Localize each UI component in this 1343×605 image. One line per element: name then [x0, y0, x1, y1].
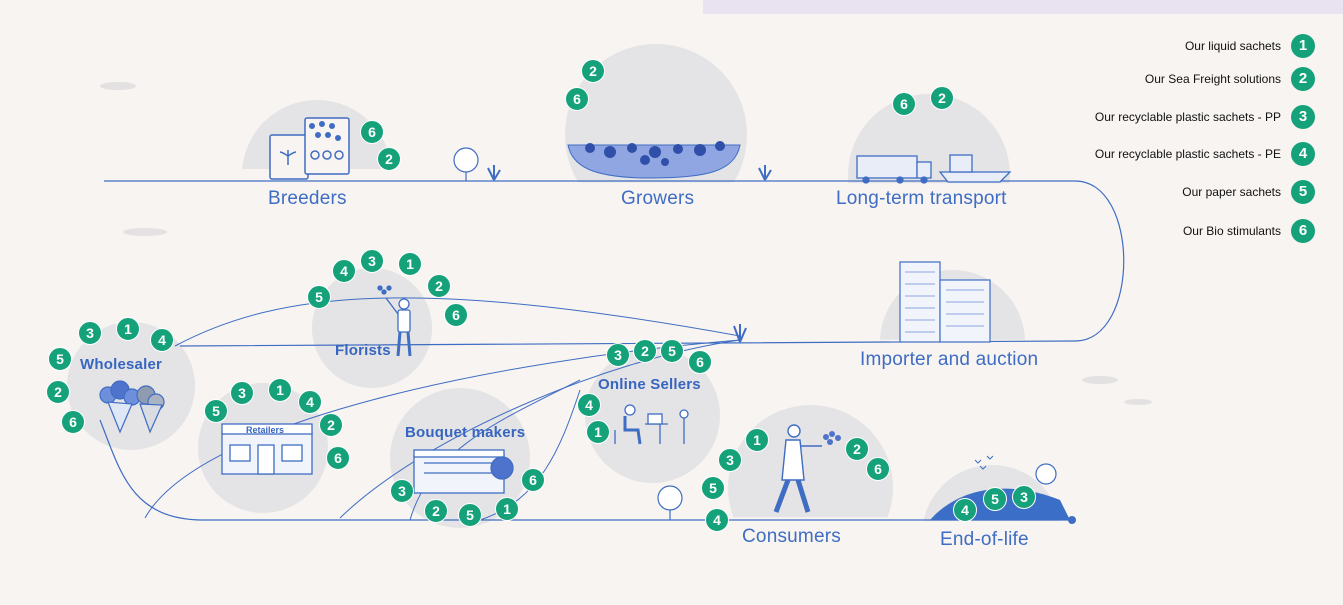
legend-item: Our recyclable plastic sachets - PE 4 — [1095, 142, 1315, 166]
stage-label-breeders: Breeders — [268, 188, 347, 209]
badge-bouquet-makers: 5 — [458, 503, 482, 527]
storefront-icon — [221, 423, 313, 475]
badge-online-sellers: 5 — [660, 339, 684, 363]
leaf-icon — [309, 121, 341, 141]
cloud-icon — [100, 82, 1152, 405]
consumer-figure — [773, 424, 822, 513]
stage-label-bouquet-makers: Bouquet makers — [405, 424, 526, 441]
legend-label: Our Sea Freight solutions — [1144, 72, 1281, 86]
badge-online-sellers: 4 — [577, 393, 601, 417]
desk-worker-icon — [614, 404, 689, 445]
legend-badge: 3 — [1291, 105, 1315, 129]
badge-wholesaler: 1 — [116, 317, 140, 341]
badge-florists: 3 — [360, 249, 384, 273]
badge-growers: 2 — [581, 59, 605, 83]
badge-florists: 6 — [444, 303, 468, 327]
seed-packet-icon — [269, 117, 350, 180]
legend-label: Our paper sachets — [1182, 185, 1281, 199]
legend-label: Our recyclable plastic sachets - PP — [1094, 110, 1281, 124]
badge-bouquet-makers: 3 — [390, 479, 414, 503]
legend-item: Our recyclable plastic sachets - PP 3 — [1095, 105, 1315, 129]
tree-icon — [453, 147, 1057, 520]
badge-wholesaler: 2 — [46, 380, 70, 404]
badge-online-sellers: 6 — [688, 350, 712, 374]
badge-bouquet-makers: 6 — [521, 468, 545, 492]
badge-retailers: 2 — [319, 413, 343, 437]
florists-circle — [312, 268, 432, 388]
badge-transport: 6 — [892, 92, 916, 116]
badge-florists: 5 — [307, 285, 331, 309]
legend-label: Our recyclable plastic sachets - PE — [1094, 147, 1281, 161]
badge-wholesaler: 4 — [150, 328, 174, 352]
truck-icon — [856, 155, 932, 184]
stage-label-growers: Growers — [621, 188, 695, 209]
legend-item: Our Bio stimulants 6 — [1183, 219, 1315, 243]
florist-figure — [377, 285, 412, 357]
badge-retailers: 5 — [204, 399, 228, 423]
plant-icon — [487, 165, 772, 181]
legend-item: Our paper sachets 5 — [1182, 180, 1315, 204]
bird-icon — [974, 455, 994, 470]
badge-breeders: 2 — [377, 147, 401, 171]
legend-item: Our liquid sachets 1 — [1185, 34, 1315, 58]
flower-cluster — [585, 141, 725, 166]
legend-badge: 1 — [1291, 34, 1315, 58]
stage-label-consumers: Consumers — [742, 526, 841, 547]
legend-badge: 2 — [1291, 67, 1315, 91]
ship-icon — [938, 154, 1012, 183]
badge-florists: 1 — [398, 252, 422, 276]
badge-consumers: 6 — [866, 457, 890, 481]
badge-wholesaler: 3 — [78, 321, 102, 345]
badge-consumers: 3 — [718, 448, 742, 472]
legend-label: Our Bio stimulants — [1182, 224, 1281, 238]
stage-label-transport: Long-term transport — [836, 188, 1007, 209]
stage-label-wholesaler: Wholesaler — [80, 356, 163, 373]
flower-bunch — [823, 431, 841, 445]
badge-retailers: 1 — [268, 378, 292, 402]
stage-label-importer: Importer and auction — [860, 349, 1039, 370]
badge-transport: 2 — [930, 86, 954, 110]
badge-end-of-life: 3 — [1012, 485, 1036, 509]
badge-florists: 4 — [332, 259, 356, 283]
legend-badge: 6 — [1291, 219, 1315, 243]
legend-item: Our Sea Freight solutions 2 — [1145, 67, 1315, 91]
badge-online-sellers: 1 — [586, 420, 610, 444]
window-grid — [905, 271, 984, 333]
legend-label: Our liquid sachets — [1184, 39, 1281, 53]
badge-consumers: 4 — [705, 508, 729, 532]
badge-bouquet-makers: 2 — [424, 499, 448, 523]
badge-retailers: 6 — [326, 446, 350, 470]
legend-badge: 4 — [1291, 142, 1315, 166]
badge-consumers: 1 — [745, 428, 769, 452]
badge-end-of-life: 4 — [953, 498, 977, 522]
retailers-sign: Retailers — [246, 425, 285, 435]
badge-florists: 2 — [427, 274, 451, 298]
badge-growers: 6 — [565, 87, 589, 111]
badge-bouquet-makers: 1 — [495, 497, 519, 521]
badge-online-sellers: 2 — [633, 339, 657, 363]
badge-consumers: 2 — [845, 437, 869, 461]
stage-label-florists: Florists — [335, 342, 391, 359]
corner-band — [703, 0, 1343, 14]
badge-online-sellers: 3 — [606, 343, 630, 367]
flow-arc — [174, 297, 741, 347]
legend-badge: 5 — [1291, 180, 1315, 204]
stage-label-end-of-life: End-of-life — [940, 529, 1029, 550]
bouquet-icon — [99, 380, 165, 434]
plant-icon — [733, 324, 747, 343]
stage-label-online-sellers: Online Sellers — [598, 376, 701, 393]
flow-arc — [99, 419, 1070, 521]
badge-wholesaler: 5 — [48, 347, 72, 371]
workshop-icon — [413, 449, 514, 494]
badge-wholesaler: 6 — [61, 410, 85, 434]
badge-retailers: 4 — [298, 390, 322, 414]
main-flow-line — [104, 180, 1125, 347]
badge-consumers: 5 — [701, 476, 725, 500]
badge-end-of-life: 5 — [983, 487, 1007, 511]
flow-arc — [409, 379, 581, 521]
value-chain-diagram: Breeders Growers Long-term transport Imp… — [46, 0, 1343, 550]
badge-breeders: 6 — [360, 120, 384, 144]
flow-lines — [99, 82, 1152, 524]
badge-retailers: 3 — [230, 381, 254, 405]
